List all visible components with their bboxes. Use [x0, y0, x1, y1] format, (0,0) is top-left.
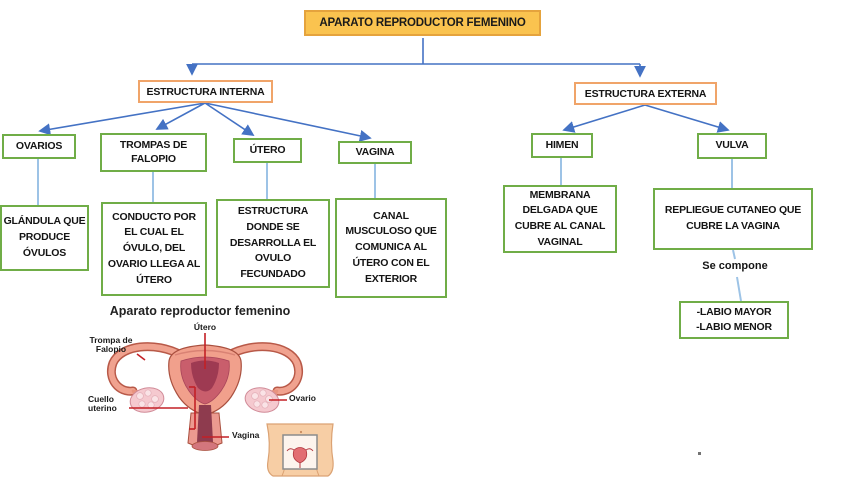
- illustration-label-utero: Útero: [193, 322, 217, 332]
- ovaries-graphic: [129, 387, 280, 413]
- node-vulva: VULVA: [697, 133, 767, 159]
- illustration-label-ovario: Ovario: [289, 393, 316, 403]
- node-utero: ÚTERO: [233, 138, 302, 163]
- externa-fan-connectors: [562, 104, 730, 133]
- map-title: APARATO REPRODUCTOR FEMENINO: [304, 10, 541, 36]
- title-branch-connectors: [186, 38, 646, 78]
- anatomy-illustration: Aparato reproductor femenino: [85, 303, 345, 477]
- node-ovarios: OVARIOS: [2, 134, 76, 159]
- description-utero: ESTRUCTURA DONDE SE DESARROLLA EL OVULO …: [216, 199, 330, 288]
- vagina-graphic: [187, 405, 223, 451]
- pointer-lines: [129, 333, 287, 438]
- branch-estructura-externa: ESTRUCTURA EXTERNA: [574, 82, 717, 105]
- stray-mark: [698, 452, 701, 455]
- node-himen: HIMEN: [531, 133, 593, 158]
- illustration-label-trompa-de-falopio: Trompa de Falopio: [89, 335, 133, 355]
- se-compone-label: Se compone: [702, 260, 768, 272]
- anatomy-drawing: [107, 333, 334, 477]
- description-vulva: REPLIEGUE CUTANEO QUE CUBRE LA VAGINA: [653, 188, 813, 250]
- drop-connectors: [37, 158, 742, 302]
- description-ovarios: GLÁNDULA QUE PRODUCE ÓVULOS: [0, 205, 89, 271]
- description-himen: MEMBRANA DELGADA QUE CUBRE AL CANAL VAGI…: [503, 185, 617, 253]
- labios-box: -LABIO MAYOR -LABIO MENOR: [679, 301, 789, 339]
- illustration-label-vagina: Vagina: [232, 430, 260, 440]
- uterus-graphic: [168, 344, 242, 416]
- description-trompas: CONDUCTO POR EL CUAL EL ÓVULO, DEL OVARI…: [101, 202, 207, 296]
- interna-fan-connectors: [38, 102, 372, 142]
- torso-inset-graphic: [266, 423, 334, 477]
- node-vagina: VAGINA: [338, 141, 412, 164]
- branch-estructura-interna: ESTRUCTURA INTERNA: [138, 80, 273, 103]
- description-vagina: CANAL MUSCULOSO QUE COMUNICA AL ÚTERO CO…: [335, 198, 447, 298]
- illustration-title: Aparato reproductor femenino: [109, 304, 291, 318]
- illustration-label-cuello-uterino: Cuello uterino: [88, 394, 117, 414]
- node-trompas-de-falopio: TROMPAS DE FALOPIO: [100, 133, 207, 172]
